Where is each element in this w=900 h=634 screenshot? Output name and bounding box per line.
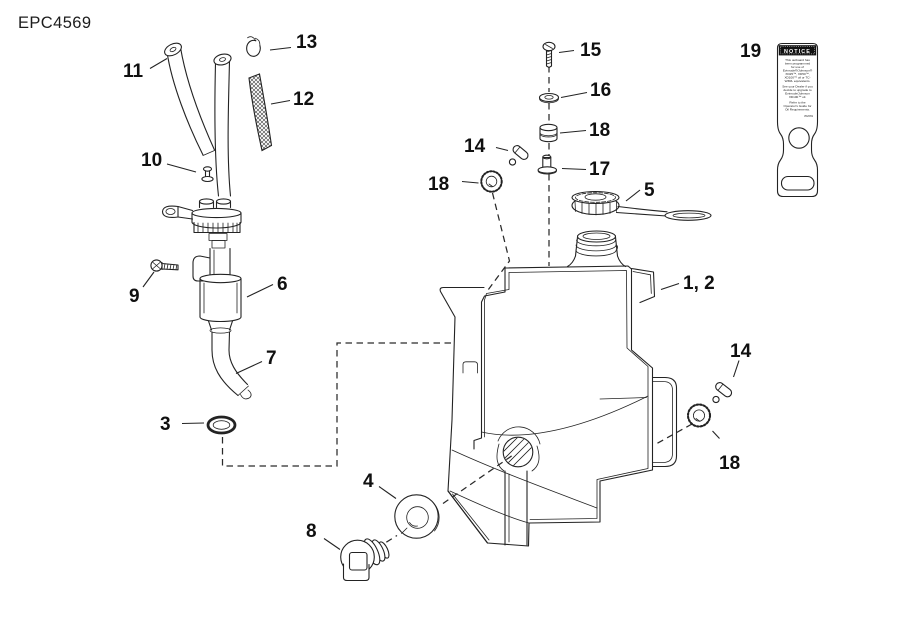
oil-tank-body (439, 265, 678, 547)
grommet-4 (394, 494, 440, 539)
screw-9 (150, 259, 179, 272)
pin-14-left (508, 145, 529, 166)
callout-9[interactable]: 9 (129, 286, 140, 307)
leader-lines (142, 46, 740, 550)
callout-18-left[interactable]: 18 (428, 174, 449, 195)
notice-line: XD100™ oil. (789, 95, 807, 99)
grommet-18-right (686, 403, 712, 428)
notice-line: Evinrude/Johnson (785, 92, 810, 96)
notice-line: for use of (791, 65, 804, 69)
callout-7[interactable]: 7 (266, 348, 277, 369)
callout-14-left[interactable]: 14 (464, 136, 486, 157)
notice-line: been programmed (785, 62, 811, 66)
hose-vertical (213, 53, 232, 197)
notice-line: XD25™, XD50™, (785, 72, 809, 76)
notice-line: decide to upgrade to (783, 88, 811, 92)
callout-19[interactable]: 19 (740, 41, 761, 62)
notice-part-number: 352669 (804, 114, 813, 118)
pickup-tube-7 (211, 349, 252, 400)
assembly-guide-lines (221, 66, 693, 549)
notice-line: Refer to the (789, 101, 805, 105)
notice-line: Evinrude®/Johnson® (783, 69, 813, 73)
pickup-pump-assembly-6 (161, 198, 242, 351)
notice-title: NOTICE (784, 49, 811, 55)
callout-18-top[interactable]: 18 (589, 120, 610, 141)
filler-neck (566, 230, 627, 268)
callout-11[interactable]: 11 (123, 61, 144, 82)
notice-line: Oil Requirements. (785, 108, 810, 112)
braided-sleeve-12 (248, 73, 273, 152)
callout-5[interactable]: 5 (644, 180, 655, 201)
pin-14-right (712, 382, 733, 404)
notice-line: See your Dealer if you (782, 85, 813, 89)
callout-8[interactable]: 8 (306, 521, 317, 542)
notice-text: This outboard has been programmed for us… (782, 58, 813, 118)
callout-17[interactable]: 17 (589, 159, 610, 180)
notice-line: W3RL equivalents. (785, 79, 811, 83)
notice-line: This outboard has (785, 58, 810, 62)
callout-3[interactable]: 3 (160, 414, 171, 435)
bushing-18-top (539, 123, 558, 143)
diagram-code: EPC4569 (18, 14, 91, 32)
filler-cap (571, 190, 712, 221)
callout-12[interactable]: 12 (293, 89, 314, 110)
notice-line: Operator's Guide for (784, 104, 812, 108)
notice-line: XD100™ oil or TC- (784, 76, 810, 80)
callout-1-2[interactable]: 1, 2 (683, 273, 715, 294)
hose-11 (164, 42, 216, 156)
screw-15 (542, 41, 556, 69)
grommet-18-left (480, 170, 503, 193)
callout-10[interactable]: 10 (141, 150, 162, 171)
callout-18-right[interactable]: 18 (719, 453, 740, 474)
callout-6[interactable]: 6 (277, 274, 288, 295)
callout-14-right[interactable]: 14 (730, 341, 752, 362)
spacer-17 (537, 154, 558, 175)
callout-15[interactable]: 15 (580, 40, 602, 61)
washer-16 (538, 92, 560, 104)
notice-header-bar (778, 45, 817, 56)
callouts: 13 11 12 10 9 6 7 3 15 16 18 17 14 18 5 … (123, 32, 761, 542)
callout-13[interactable]: 13 (296, 32, 317, 53)
drain-plug-8 (340, 538, 390, 582)
callout-16[interactable]: 16 (590, 80, 611, 101)
clamp-13 (246, 36, 261, 57)
rivet-10 (201, 166, 214, 183)
o-ring-3 (206, 415, 237, 435)
notice-tag-19: NOTICE This outboard has been programmed… (776, 42, 819, 198)
callout-4[interactable]: 4 (363, 471, 374, 492)
